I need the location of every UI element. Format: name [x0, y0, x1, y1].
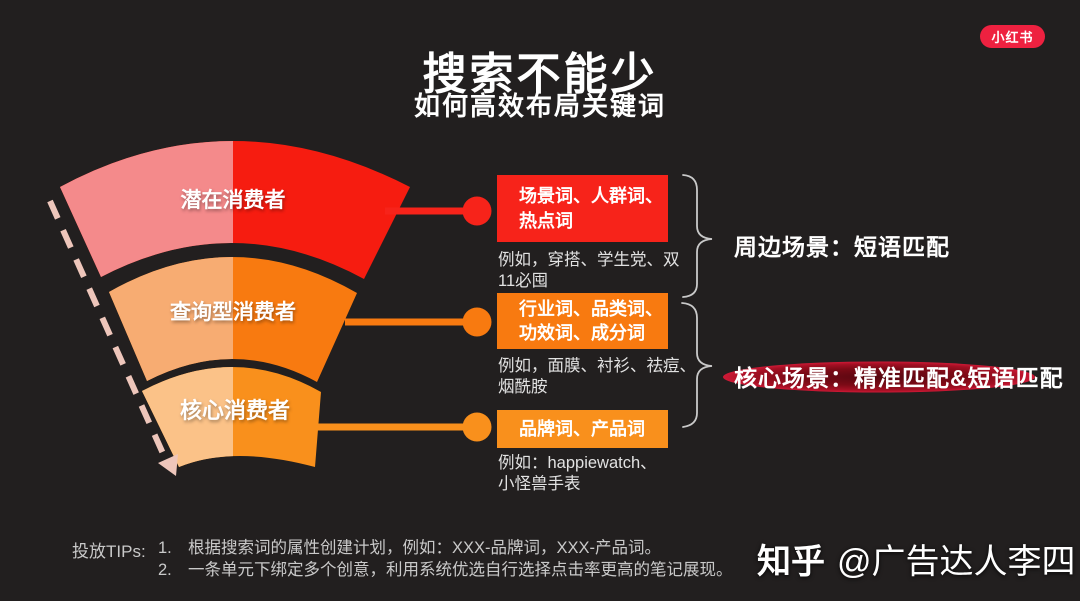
annotation-core-scene: 核心场景：精准匹配&短语匹配 [734, 365, 1064, 391]
connectors [298, 196, 492, 442]
page-title: 搜索不能少 [422, 50, 658, 99]
dashed-arrow-line [47, 199, 168, 460]
funnel-segment-3-left [142, 367, 233, 467]
tips-list: 1. 根据搜索词的属性创建计划，例如：XXX-品牌词，XXX-产品词。 2. 一… [158, 537, 733, 581]
funnel-label-potential-consumers: 潜在消费者 [180, 189, 286, 212]
tips-item-1-text: 根据搜索词的属性创建计划，例如：XXX-品牌词，XXX-产品词。 [188, 539, 662, 557]
braces [681, 174, 713, 428]
xiaohongshu-logo: 小红书 [980, 25, 1045, 48]
funnel [60, 141, 410, 467]
zhihu-watermark: 知乎 @广告达人李四 [757, 534, 1076, 583]
funnel-label-query-consumers: 查询型消费者 [170, 301, 296, 324]
connector-dot-3 [462, 412, 492, 442]
funnel-direction-arrow [47, 199, 178, 476]
tips-item-2-text: 一条单元下绑定多个创意，利用系统优选自行选择点击率更高的笔记展现。 [188, 561, 733, 579]
brace-top [682, 174, 713, 298]
keyword-example-3: 例如：happiewatch、 小怪兽手表 [498, 454, 657, 493]
funnel-segment-2-left [109, 257, 233, 381]
tips-item-2: 2. 一条单元下绑定多个创意，利用系统优选自行选择点击率更高的笔记展现。 [158, 559, 733, 581]
keyword-box-industry-words: 行业词、品类词、 功效词、成分词 [497, 293, 668, 349]
funnel-label-core-consumers: 核心消费者 [179, 398, 290, 423]
highlight-ellipse [723, 361, 1035, 393]
keyword-example-2: 例如，面膜、衬衫、祛痘、 烟酰胺 [498, 357, 696, 396]
tips-item-1: 1. 根据搜索词的属性创建计划，例如：XXX-品牌词，XXX-产品词。 [158, 537, 733, 559]
tips-item-1-number: 1. [158, 539, 172, 557]
keyword-example-1: 例如，穿搭、学生党、双 11必囤 [498, 251, 680, 290]
connector-dot-1 [462, 196, 492, 226]
tips-label: 投放TIPs: [72, 542, 146, 561]
arrowhead-icon [158, 454, 178, 476]
zhihu-watermark-brand: 知乎 [757, 543, 825, 581]
keyword-box-brand-words: 品牌词、产品词 [497, 410, 668, 448]
keyword-box-scene-words: 场景词、人群词、 热点词 [497, 175, 668, 242]
connector-dot-2 [462, 307, 492, 337]
xiaohongshu-logo-text: 小红书 [991, 30, 1034, 45]
zhihu-watermark-author: @广告达人李四 [837, 543, 1076, 581]
page-subtitle: 如何高效布局关键词 [413, 91, 666, 121]
tips-item-2-number: 2. [158, 561, 172, 579]
annotation-peripheral-scene: 周边场景：短语匹配 [734, 234, 950, 260]
funnel-segment-1-left [60, 141, 233, 277]
brace-bottom [681, 302, 713, 428]
